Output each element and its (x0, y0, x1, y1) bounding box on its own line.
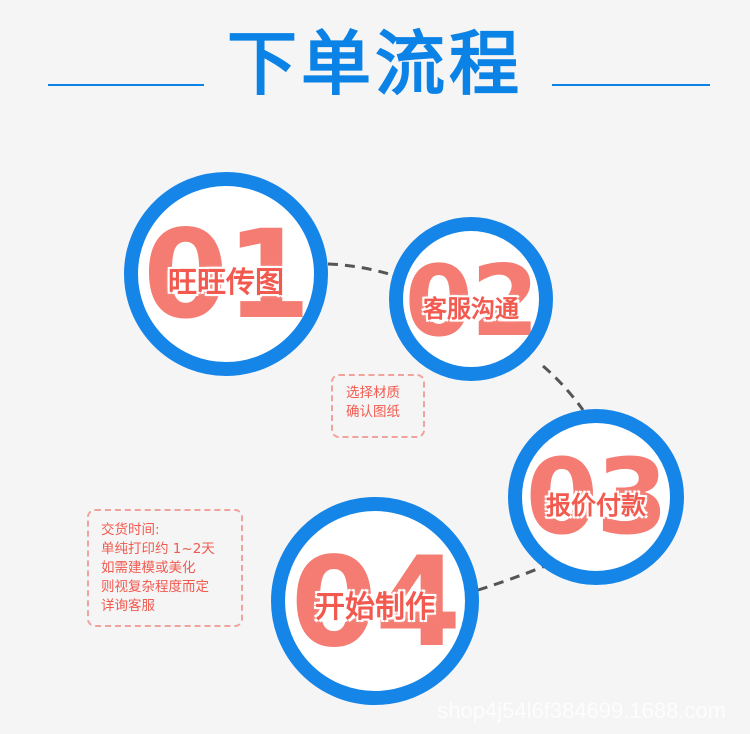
shop-watermark: shop4j54l6f384699.1688.com (437, 698, 726, 723)
title-divider-left (48, 84, 204, 86)
title-divider-right (552, 84, 710, 86)
step-4-label: 开始制作 (315, 590, 435, 625)
delivery-note-line: 则视复杂程度而定 (101, 579, 209, 595)
step-4-number: 04 (290, 531, 462, 675)
delivery-note-line: 单纯打印约 1~2天 (101, 541, 215, 557)
delivery-note-line: 交货时间: (101, 522, 160, 538)
page-title: 下单流程 (227, 23, 523, 105)
material-note: 选择材质 确认图纸 (331, 374, 425, 438)
material-note-line: 确认图纸 (346, 404, 400, 420)
step-3: 03 报价付款 (508, 409, 684, 585)
step-2: 02 客服沟通 (389, 217, 553, 381)
step-2-number: 02 (404, 245, 539, 359)
step-4: 04 开始制作 (271, 497, 479, 705)
step-1-number: 01 (143, 204, 311, 346)
material-note-line: 选择材质 (346, 385, 400, 401)
delivery-note-line: 如需建模或美化 (101, 560, 196, 576)
delivery-note: 交货时间: 单纯打印约 1~2天 如需建模或美化 则视复杂程度而定 详询客服 (87, 509, 243, 627)
step-1: 01 旺旺传图 (124, 172, 328, 376)
step-1-label: 旺旺传图 (167, 265, 284, 299)
step-3-number: 03 (525, 436, 669, 558)
step-3-label: 报价付款 (545, 491, 646, 520)
step-2-label: 客服沟通 (423, 295, 519, 323)
delivery-note-line: 详询客服 (101, 598, 155, 614)
